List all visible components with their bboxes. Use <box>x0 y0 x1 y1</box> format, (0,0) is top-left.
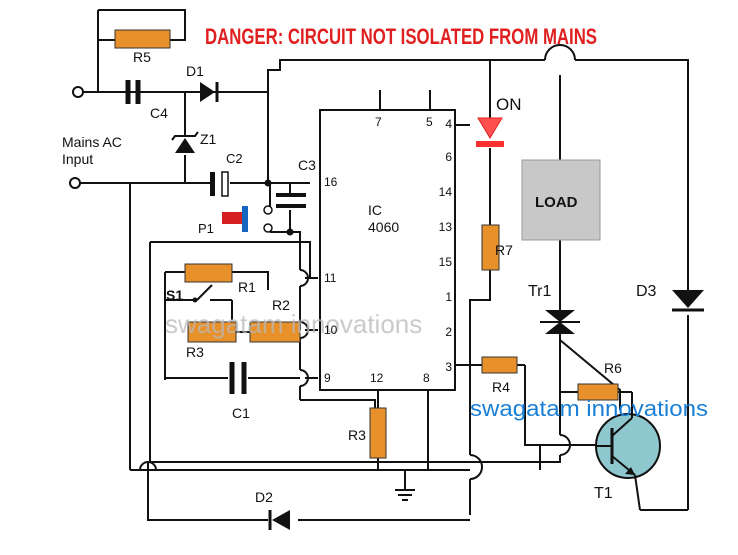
ic-pin-right-1: 1 <box>445 290 452 304</box>
label-r6: R6 <box>604 360 622 376</box>
ic-pin-right-13: 13 <box>439 220 453 234</box>
transistor-t1 <box>595 408 661 511</box>
resistor-r1 <box>184 263 233 283</box>
label-z1: Z1 <box>200 131 217 147</box>
mains-label-line2: Input <box>62 151 93 167</box>
label-r2: R2 <box>272 297 290 313</box>
label-c1: C1 <box>232 405 250 421</box>
resistor-r7 <box>481 224 500 271</box>
label-r1: R1 <box>238 279 256 295</box>
ic-pin-5: 5 <box>426 115 433 129</box>
label-c2: C2 <box>226 151 243 166</box>
ic-4060 <box>319 109 456 391</box>
brand-label: swagatam innovations <box>470 396 708 421</box>
switch-s1 <box>192 297 198 303</box>
label-t1: T1 <box>594 485 613 502</box>
ic-pin-12: 12 <box>370 371 384 385</box>
label-s1: S1 <box>166 287 183 303</box>
label-r7: R7 <box>495 242 513 258</box>
pushbutton-p1 <box>222 179 294 236</box>
mains-terminal-bottom <box>69 177 81 189</box>
resistor-r5 <box>114 29 171 49</box>
diode-d1 <box>200 82 219 102</box>
label-r3-bottom: R3 <box>348 427 366 443</box>
label-d3: D3 <box>636 283 657 300</box>
ic-pin-9: 9 <box>324 371 331 385</box>
ic-name-line2: 4060 <box>368 219 399 235</box>
resistor-r4 <box>481 356 518 374</box>
label-r3-left: R3 <box>186 344 204 360</box>
ic-pin-right-4: 4 <box>445 117 452 131</box>
label-c3: C3 <box>298 157 316 173</box>
ic-pin-8: 8 <box>423 371 430 385</box>
watermark: swagatam innovations <box>165 309 422 339</box>
label-p1: P1 <box>198 221 214 236</box>
ic-pin-11: 11 <box>324 271 337 285</box>
mains-terminal-top <box>72 86 84 98</box>
ic-pin-right-6: 6 <box>445 150 452 164</box>
resistor-r3-bottom <box>369 407 387 459</box>
label-d1: D1 <box>186 63 204 79</box>
diode-d2 <box>268 510 290 530</box>
label-d2: D2 <box>255 489 273 505</box>
wires <box>80 9 689 521</box>
ic-pin-right-3: 3 <box>445 360 452 374</box>
ic-pin-7: 7 <box>375 115 382 129</box>
danger-title: DANGER: CIRCUIT NOT ISOLATED FROM MAINS <box>205 24 597 49</box>
ic-pin-right-15: 15 <box>439 255 453 269</box>
capacitor-c4 <box>125 80 141 104</box>
label-c4: C4 <box>150 105 168 121</box>
label-r4: R4 <box>492 379 510 395</box>
capacitor-c2 <box>210 171 229 197</box>
ic-pin-right-2: 2 <box>445 325 452 339</box>
capacitor-c3 <box>276 193 306 208</box>
ic-pin-right-14: 14 <box>439 185 453 199</box>
ic-pin-16: 16 <box>324 175 338 189</box>
triac-tr1 <box>540 310 580 334</box>
zener-z1 <box>171 131 199 153</box>
ic-right-pins <box>455 124 470 366</box>
ic-right-pin-labels: 4 6 14 13 15 1 2 3 <box>439 117 453 374</box>
label-on: ON <box>496 95 522 114</box>
ic-pin-10: 10 <box>324 323 338 337</box>
capacitor-c1 <box>229 362 247 394</box>
load-box <box>521 159 601 241</box>
led-on <box>476 117 504 147</box>
label-tr1: Tr1 <box>528 283 552 300</box>
resistor-r6 <box>577 383 619 401</box>
label-load: LOAD <box>535 194 578 211</box>
ic-name-line1: IC <box>368 202 382 218</box>
diode-d3 <box>672 290 704 312</box>
mains-label-line1: Mains AC <box>62 134 122 150</box>
label-r5: R5 <box>133 49 151 65</box>
ground-symbol <box>395 489 415 501</box>
